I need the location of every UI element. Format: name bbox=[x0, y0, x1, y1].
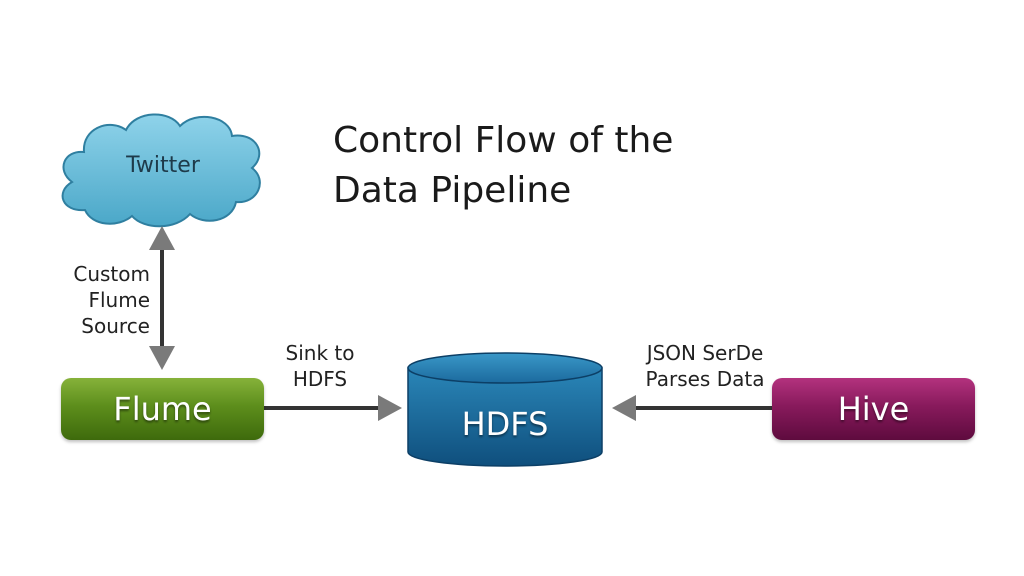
flume-hdfs-arrow bbox=[264, 395, 402, 421]
custom-source-label-line: Custom bbox=[73, 262, 150, 286]
custom-source-label: Custom Flume Source bbox=[40, 261, 150, 339]
serde-label: JSON SerDe Parses Data bbox=[630, 340, 780, 392]
sink-label: Sink to HDFS bbox=[272, 340, 368, 392]
hdfs-node-label: HDFS bbox=[461, 405, 549, 443]
flume-node-label: Flume bbox=[113, 390, 212, 428]
sink-label-line: Sink to bbox=[285, 341, 355, 365]
flume-node: Flume bbox=[61, 378, 264, 440]
custom-source-label-line: Source bbox=[81, 314, 150, 338]
diagram-title-line-2: Data Pipeline bbox=[333, 170, 572, 211]
twitter-cloud-icon bbox=[61, 113, 261, 228]
twitter-node-label: Twitter bbox=[126, 153, 200, 178]
hive-node-label: Hive bbox=[837, 390, 910, 428]
hive-hdfs-arrow bbox=[612, 395, 772, 421]
serde-label-line: Parses Data bbox=[645, 367, 765, 391]
hdfs-cylinder-icon bbox=[407, 352, 603, 467]
diagram-title-line-1: Control Flow of the bbox=[333, 120, 674, 161]
sink-label-line: HDFS bbox=[292, 367, 348, 391]
twitter-flume-arrow bbox=[149, 226, 175, 370]
serde-label-line: JSON SerDe bbox=[646, 341, 764, 365]
custom-source-label-line: Flume bbox=[88, 288, 150, 312]
hive-node: Hive bbox=[772, 378, 975, 440]
